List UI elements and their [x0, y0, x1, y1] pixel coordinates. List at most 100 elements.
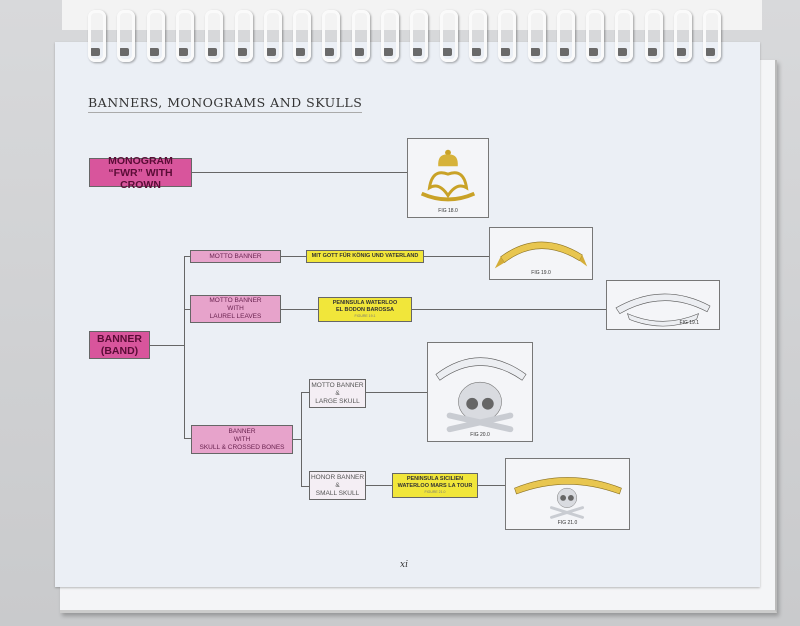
node-monogram: MONOGRAM “FWR” WITH CROWN — [89, 155, 192, 191]
binding-hole — [588, 48, 599, 56]
connector — [192, 172, 407, 173]
figure-caption: FIG 18.0 — [438, 208, 458, 214]
node-label: SMALL SKULL — [315, 489, 360, 497]
binding-hole — [412, 48, 423, 56]
spiral-ring — [468, 10, 487, 62]
motto-text: PENINSULA WATERLOO — [332, 300, 398, 306]
figure-ref: FIGURE 21.0 — [424, 490, 446, 494]
spiral-ring — [556, 10, 575, 62]
spiral-ring — [703, 10, 722, 62]
connector — [150, 345, 184, 346]
motto-text: MIT GOTT FÜR KÖNIG UND VATERLAND — [311, 253, 419, 259]
connector — [366, 392, 427, 393]
connector — [281, 309, 606, 310]
spiral-ring — [674, 10, 692, 62]
binding-hole — [148, 48, 159, 56]
spiral-ring — [293, 10, 312, 62]
node-label: SKULL & CROSSED BONES — [199, 443, 285, 451]
spiral-ring — [175, 10, 194, 62]
binding-hole — [236, 48, 247, 56]
page-title: BANNERS, MONOGRAMS AND SKULLS — [88, 95, 363, 113]
spiral-ring — [527, 10, 546, 62]
connector — [301, 392, 309, 393]
figure-18: FIG 18.0 — [407, 138, 489, 218]
node-label: & — [335, 481, 340, 489]
node-motto-banner: MOTTO BANNER — [190, 250, 281, 263]
figure-20: FIG 20.0 — [427, 342, 533, 442]
spiral-ring — [205, 10, 224, 62]
binding-hole — [558, 48, 569, 56]
node-label: MONOGRAM “FWR” WITH CROWN — [108, 154, 173, 191]
spiral-ring — [615, 10, 634, 62]
node-motto-large-skull: MOTTO BANNER&LARGE SKULL — [309, 379, 366, 408]
connector — [184, 438, 191, 439]
spiral-ring — [586, 10, 605, 62]
crown-monogram-icon — [420, 149, 476, 202]
node-honor-small-skull: HONOR BANNER&SMALL SKULL — [309, 471, 366, 500]
connector — [301, 486, 309, 487]
spiral-ring — [146, 10, 165, 62]
node-label: LAUREL LEAVES — [209, 313, 262, 320]
binding-hole — [207, 48, 218, 56]
node-label: & — [335, 389, 340, 397]
binding-hole — [529, 48, 540, 56]
binding-hole — [470, 48, 481, 56]
binding-hole — [441, 48, 452, 56]
spiral-ring — [322, 10, 341, 62]
figure-caption: FIG 20.0 — [470, 432, 490, 438]
node-label: BANNER — [228, 427, 256, 435]
connector — [301, 392, 302, 487]
figure-19: FIG 19.0 — [489, 227, 593, 280]
motto-1: MIT GOTT FÜR KÖNIG UND VATERLAND — [306, 250, 424, 263]
binding-hole — [676, 48, 686, 56]
binding-hole — [295, 48, 306, 56]
connector — [184, 309, 190, 310]
page-number: xi — [400, 560, 408, 570]
node-label: WITH — [227, 305, 244, 312]
spiral-ring — [117, 10, 136, 62]
node-label: BANNER (BAND) — [97, 333, 142, 357]
skull-crossbones-icon — [435, 357, 527, 433]
connector — [184, 256, 185, 439]
figure-caption: FIG 19.1 — [679, 320, 699, 326]
figure-caption: FIG 21.0 — [557, 520, 578, 526]
spiral-ring — [263, 10, 282, 62]
binding-hole — [177, 48, 188, 56]
connector — [293, 439, 301, 440]
spiral-ring — [498, 10, 517, 62]
binding-hole — [119, 48, 130, 56]
binding-hole — [646, 48, 657, 56]
connector — [184, 256, 190, 257]
spiral-ring — [381, 10, 399, 62]
node-label: MOTTO BANNER — [209, 297, 262, 304]
motto-text: PENINSULA SICILIEN — [406, 476, 464, 482]
binding-hole — [353, 48, 364, 56]
binding-hole — [705, 48, 716, 56]
motto-banner-icon — [494, 241, 588, 269]
node-label: LARGE SKULL — [315, 397, 360, 405]
binding-hole — [617, 48, 628, 56]
figure-ref: FIGURE 19.1 — [354, 314, 376, 318]
motto-text: EL BODON BAROSSA — [336, 307, 394, 313]
figure-19-1: FIG 19.1 — [606, 280, 720, 330]
spiral-ring — [88, 10, 106, 62]
binding-hole — [383, 48, 393, 56]
binding-hole — [500, 48, 511, 56]
figure-caption: FIG 19.0 — [531, 270, 551, 276]
node-banner: BANNER (BAND) — [89, 331, 150, 359]
node-label: HONOR BANNER — [310, 473, 365, 481]
motto-text: WATERLOO MARS LA TOUR — [397, 483, 473, 489]
spiral-ring — [410, 10, 429, 62]
spiral-ring — [234, 10, 253, 62]
node-label: MOTTO BANNER — [311, 381, 364, 389]
binding-hole — [324, 48, 335, 56]
node-label: MOTTO BANNER — [209, 252, 262, 260]
spiral-ring — [439, 10, 458, 62]
spiral-ring — [644, 10, 663, 62]
binding-hole — [90, 48, 100, 56]
laurel-banner-icon — [615, 293, 711, 327]
